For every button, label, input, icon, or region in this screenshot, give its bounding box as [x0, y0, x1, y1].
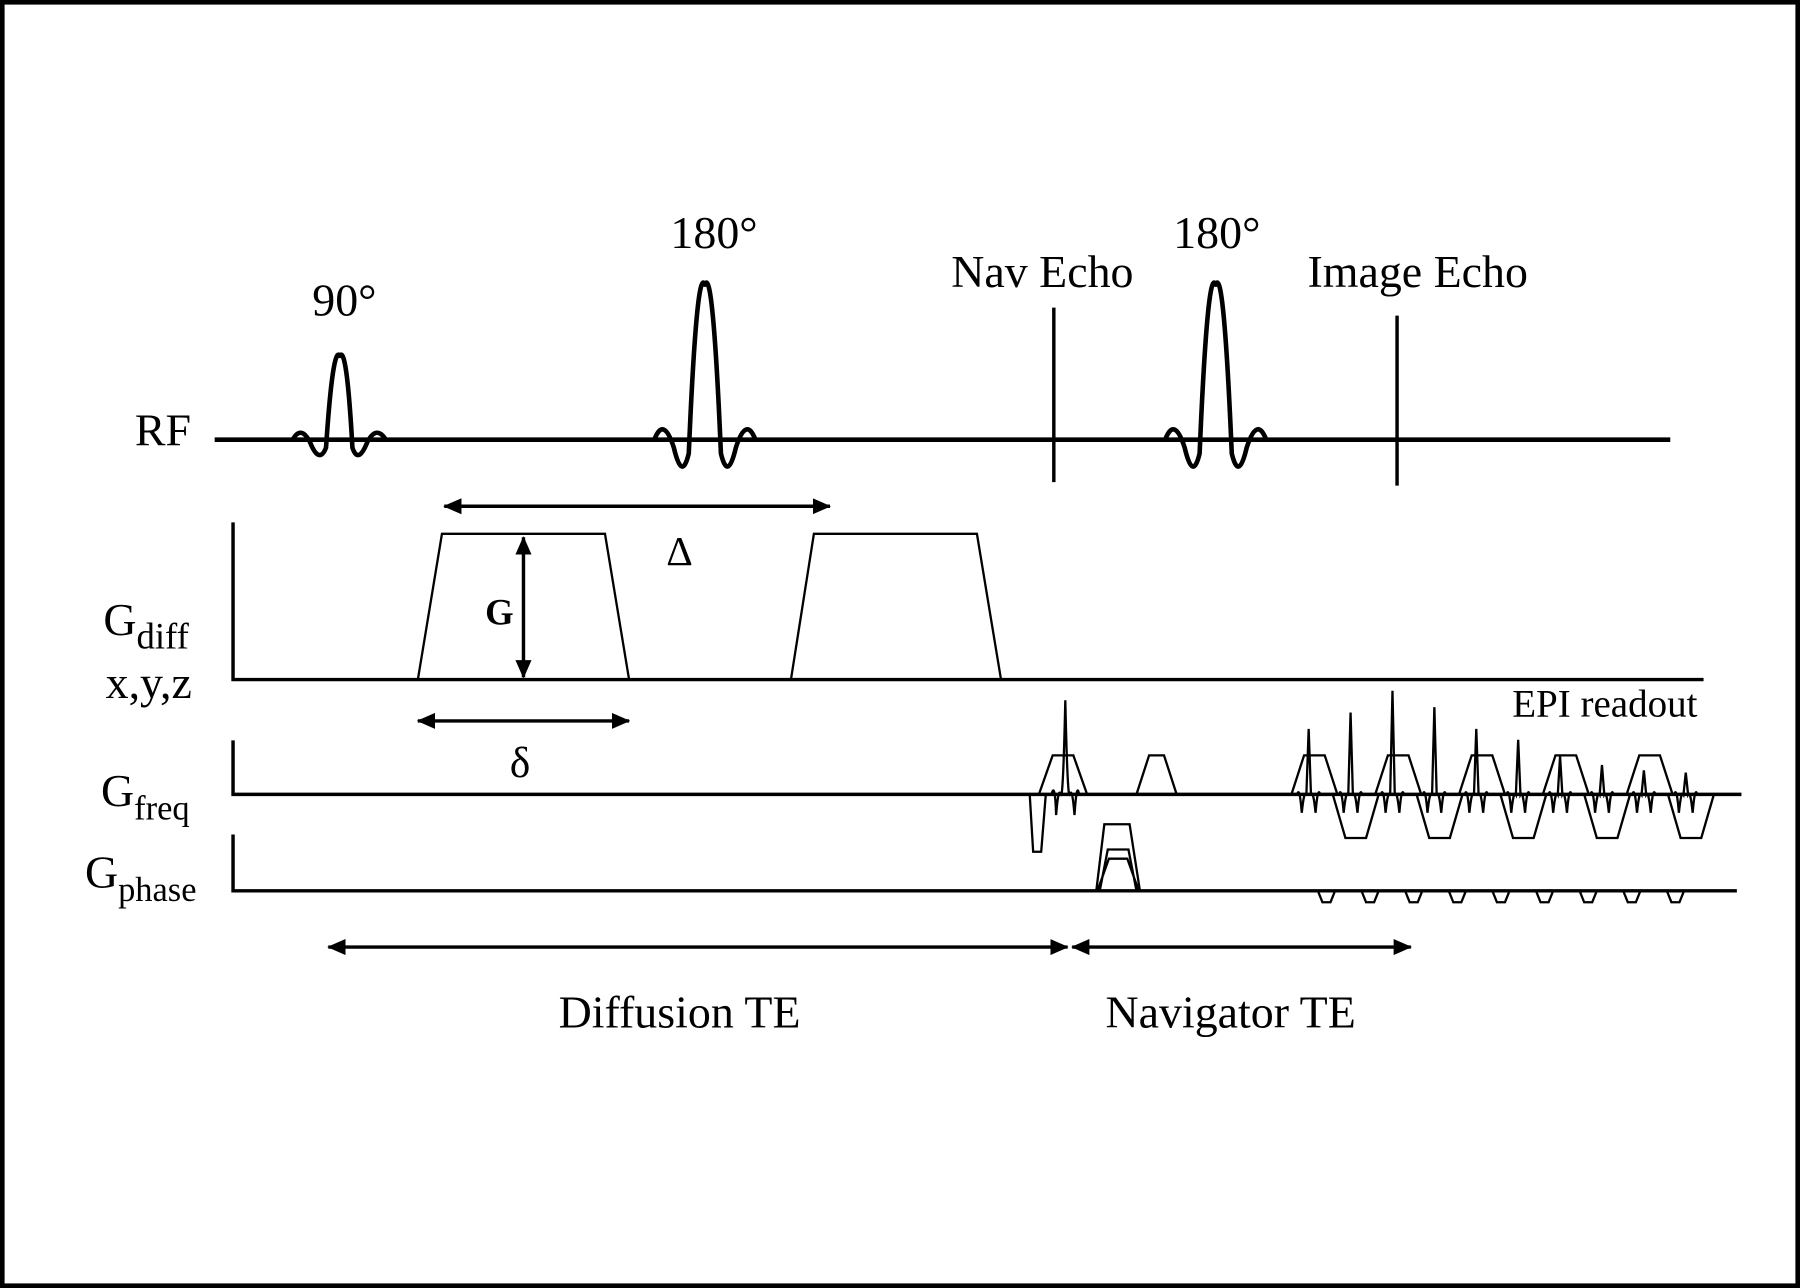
label-gradient-amplitude: G	[485, 591, 514, 632]
label-180-first: 180°	[670, 207, 757, 258]
label-gdiff: Gdiff	[103, 594, 189, 657]
diffusion-gradient-lobe-1	[416, 532, 631, 680]
epi-negative-lobe	[1583, 794, 1632, 840]
label-diffusion-te: Diffusion TE	[559, 986, 801, 1037]
label-small-delta: δ	[510, 739, 531, 787]
epi-negative-lobe	[1415, 794, 1464, 840]
epi-echo-signal	[1463, 728, 1489, 813]
label-gfreq: Gfreq	[101, 765, 190, 828]
phase-blip	[1534, 890, 1555, 904]
epi-echo-signal	[1296, 728, 1322, 813]
label-180-second: 180°	[1173, 207, 1260, 258]
gdiff-axis	[231, 522, 1704, 682]
phase-encode-table	[1095, 823, 1142, 892]
nav-prephaser-lobe	[1028, 794, 1047, 853]
epi-positive-lobe	[1625, 754, 1674, 795]
nav-echo-signal	[1050, 700, 1081, 816]
label-gdiff-axes: x,y,z	[106, 657, 192, 708]
phase-blip	[1404, 890, 1424, 904]
gphase-axis	[231, 834, 1737, 893]
phase-blip	[1622, 890, 1642, 904]
phase-blip	[1665, 890, 1686, 904]
epi-readout-train	[1290, 690, 1715, 840]
phase-blip	[1578, 890, 1598, 904]
epi-echo-signal	[1379, 690, 1406, 813]
label-big-delta: Δ	[666, 528, 693, 574]
label-90: 90°	[312, 275, 376, 326]
phase-blip	[1447, 890, 1468, 904]
epi-negative-lobe	[1666, 794, 1715, 840]
rephaser-lobe	[1135, 754, 1178, 795]
rf-pulse-180-second	[1163, 280, 1269, 469]
gfreq-axis	[231, 740, 1742, 797]
rf-pulse-90	[290, 352, 388, 458]
epi-positive-lobe	[1374, 754, 1423, 795]
epi-negative-lobe	[1331, 794, 1380, 840]
phase-blip	[1360, 890, 1380, 904]
epi-positive-lobe	[1541, 754, 1590, 795]
phase-blip	[1316, 890, 1337, 904]
label-rf: RF	[135, 404, 191, 455]
epi-echo-signal	[1505, 739, 1531, 813]
epi-echo-signal	[1547, 756, 1573, 813]
phase-blip-train	[1316, 890, 1686, 904]
epi-positive-lobe	[1290, 754, 1339, 795]
label-epi-readout: EPI readout	[1512, 682, 1697, 725]
phase-blip	[1491, 890, 1511, 904]
epi-positive-lobe	[1457, 754, 1507, 795]
rf-pulse-180-first	[652, 280, 758, 469]
epi-echo-signal	[1421, 707, 1447, 813]
epi-echo-signal	[1631, 770, 1657, 813]
label-navigator-te: Navigator TE	[1105, 986, 1355, 1037]
label-nav-echo: Nav Echo	[951, 246, 1133, 297]
epi-echo-signal	[1673, 772, 1699, 813]
diffusion-gradient-lobe-2	[789, 532, 1003, 680]
epi-echo-signal	[1337, 712, 1364, 813]
label-image-echo: Image Echo	[1307, 246, 1528, 297]
label-gphase: Gphase	[85, 846, 197, 909]
epi-echo-signal	[1589, 764, 1615, 813]
epi-negative-lobe	[1499, 794, 1548, 840]
